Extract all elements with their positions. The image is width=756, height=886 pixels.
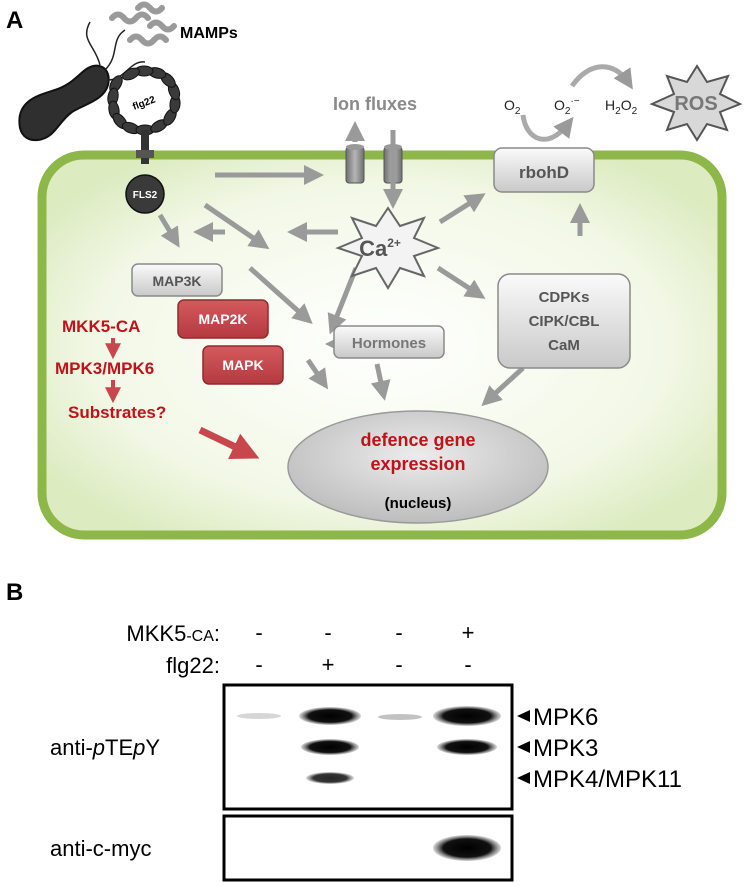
fls2-receptor [125, 130, 165, 214]
sign-flg22-lane4: - [464, 652, 471, 677]
ros-cycle-arrows [520, 64, 633, 142]
ptepy-blot-bands [237, 706, 501, 784]
sign-flg22-lane2: + [322, 652, 335, 677]
superoxide-label: O2·− [554, 96, 580, 117]
substrates-label: Substrates? [68, 403, 166, 422]
panel-b-letter: B [6, 579, 23, 606]
red-arrows [105, 338, 260, 459]
map3k-label: MAP3K [152, 273, 201, 289]
sign-flg22-lane1: - [255, 652, 262, 677]
hormones-box [333, 325, 445, 359]
panel-a-letter: A [6, 7, 23, 34]
band-pointers [517, 710, 530, 784]
map2k-label: MAP2K [198, 311, 247, 327]
ion-fluxes-label: Ion fluxes [333, 94, 417, 114]
ros-burst-icon [649, 64, 743, 142]
anti-c-myc-label: anti-c-myc [50, 836, 151, 861]
cdpks-label: CDPKs [539, 289, 590, 306]
defence-gene-label: defence gene [360, 430, 475, 450]
cdpks-box [497, 273, 631, 369]
cipk-cbl-label: CIPK/CBL [529, 313, 600, 330]
nucleus-label: (nucleus) [385, 495, 452, 512]
calcium-label: Ca2+ [359, 236, 401, 261]
flg22-row-label: flg22: [166, 653, 220, 678]
rbohd-box [493, 147, 595, 193]
sign-flg22-lane3: - [395, 652, 402, 677]
treatment-signs: - - - + - + - - [255, 620, 474, 677]
ros-label: ROS [674, 93, 717, 115]
signalling-arrows [157, 121, 590, 407]
map2k-box [177, 299, 269, 339]
band-label-mpk3: MPK3 [533, 735, 598, 762]
o2-label: O2 [504, 97, 521, 117]
mpk3-mpk6-label: MPK3/MPK6 [55, 359, 154, 378]
band-label-mpk6: MPK6 [533, 704, 598, 731]
expression-label: expression [370, 454, 465, 474]
mapk-label: MAPK [222, 357, 263, 373]
sign-mkk5-lane1: - [255, 620, 262, 645]
mamps-label: MAMPs [180, 25, 238, 42]
hormones-label: Hormones [352, 335, 426, 352]
fls2-label: FLS2 [133, 190, 158, 201]
flg22-label: flg22 [131, 94, 157, 112]
rbohd-label: rbohD [519, 163, 569, 182]
c-myc-band [433, 835, 501, 861]
sign-mkk5-lane2: - [324, 620, 331, 645]
band-label-mpk4-mpk11: MPK4/MPK11 [533, 766, 682, 793]
h2o2-label: H2O2 [605, 97, 638, 117]
mapk-box [202, 345, 284, 385]
sign-mkk5-lane3: - [395, 620, 402, 645]
bacterium-icon [18, 21, 146, 142]
flg22-receptor-coil [107, 65, 181, 136]
mkk5-ca-row-label: MKK5-CA: [126, 621, 220, 646]
anti-ptepy-label: anti-pTEpY [50, 735, 160, 760]
mamps-squiggles [109, 1, 177, 47]
cam-label: CaM [548, 337, 580, 354]
calcium-burst-icon [335, 206, 441, 290]
map3k-box [131, 263, 223, 297]
mkk5-ca-label: MKK5-CA [62, 317, 140, 336]
nucleus-ellipse [287, 410, 549, 524]
sign-mkk5-lane4: + [462, 620, 475, 645]
